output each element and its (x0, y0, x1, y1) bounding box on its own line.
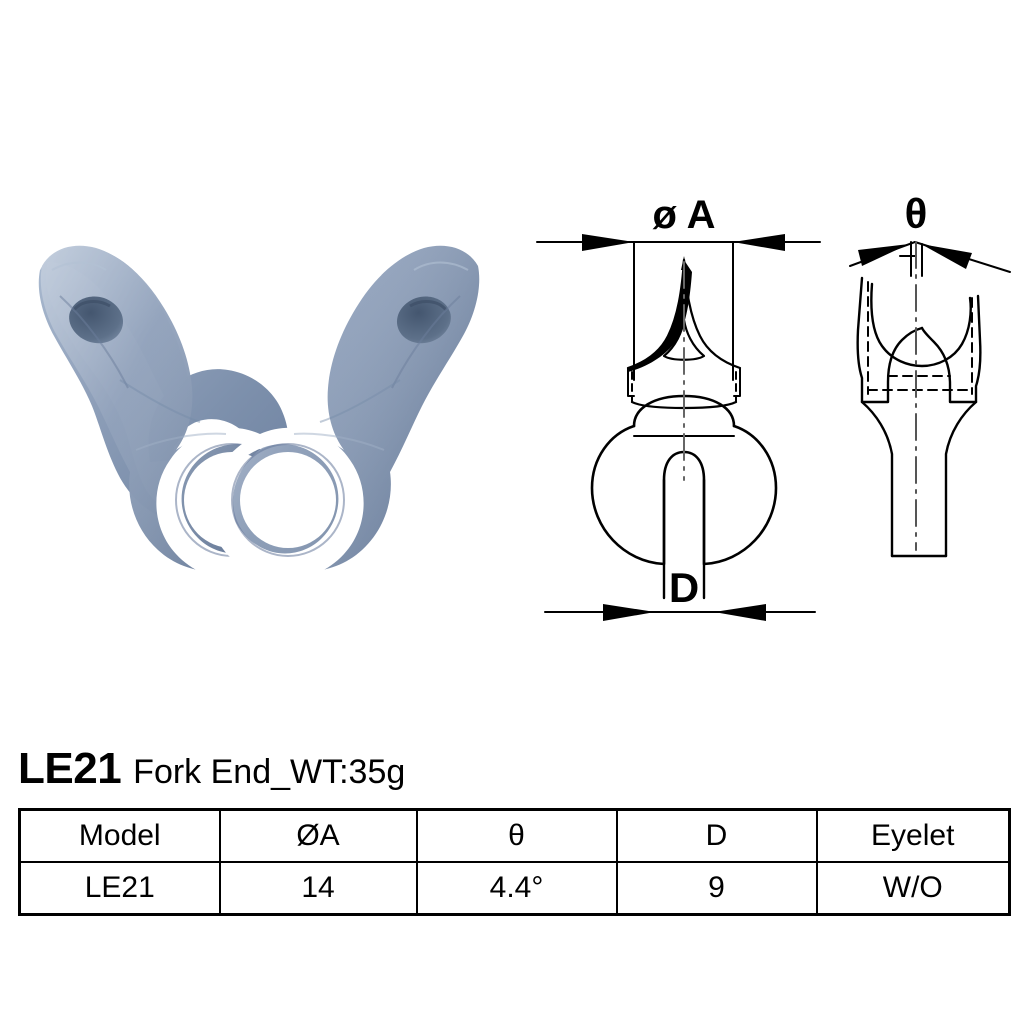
table-cell-model: LE21 (18, 861, 221, 916)
table-header-cell: θ (415, 808, 618, 863)
label-diameter-a: ø A (653, 193, 716, 237)
label-d: D (669, 564, 699, 611)
model-code: LE21 (18, 744, 122, 793)
side-view (849, 241, 1011, 558)
table-cell-theta: 4.4° (415, 861, 618, 916)
table-row: LE21 14 4.4° 9 W/O (18, 861, 1011, 916)
dimension-angle-theta (849, 241, 1011, 277)
table-cell-diameter-a: 14 (218, 861, 418, 916)
table-header-cell: D (615, 808, 818, 863)
front-view (536, 234, 821, 621)
front-view-spire (626, 256, 742, 372)
dimension-line-diameter-a (536, 234, 821, 381)
table-header-cell: ØA (218, 808, 418, 863)
table-cell-d: 9 (615, 861, 818, 916)
label-theta: θ (905, 190, 928, 237)
dimension-line-d (544, 604, 816, 621)
engineering-drawing-svg: ø A D θ (536, 190, 1011, 621)
side-view-shank (860, 400, 978, 558)
product-description: Fork End_WT:35g (133, 753, 406, 791)
dropout-right (208, 245, 480, 580)
table-header-cell: Eyelet (815, 808, 1011, 863)
engineering-drawing: ø A D θ (510, 150, 1024, 670)
table-header-row: Model ØA θ D Eyelet (18, 808, 1011, 863)
specification-table: Model ØA θ D Eyelet LE21 14 4.4° 9 W/O (18, 808, 1011, 916)
table-header-cell: Model (18, 808, 221, 863)
side-view-head (856, 276, 982, 404)
product-photo-svg (38, 245, 480, 580)
product-photo (0, 200, 520, 600)
product-caption: LE21 Fork End_WT:35g (18, 747, 405, 803)
table-cell-eyelet: W/O (815, 861, 1011, 916)
